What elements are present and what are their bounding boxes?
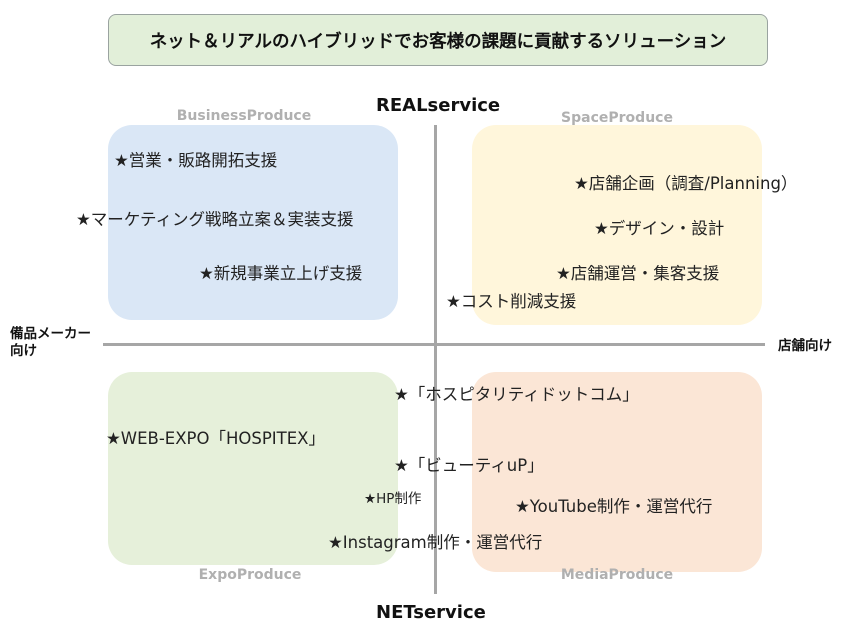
item-cost-reduction: ★コスト削減支援	[446, 292, 577, 311]
item-beauty-up: ★「ビューティuP」	[394, 456, 544, 475]
item-web-expo: ★WEB-EXPO「HOSPITEX」	[106, 429, 325, 448]
axis-label-left: 備品メーカー 向け	[10, 326, 91, 360]
item-marketing: ★マーケティング戦略立案＆実装支援	[76, 210, 354, 229]
diagram-title: ネット＆リアルのハイブリッドでお客様の課題に貢献するソリューション	[108, 14, 768, 66]
item-design: ★デザイン・設計	[594, 219, 725, 238]
item-hospitality-dotcom: ★「ホスピタリティドットコム」	[394, 385, 639, 404]
item-youtube: ★YouTube制作・運営代行	[515, 497, 713, 516]
item-store-planning: ★店舗企画（調査/Planning）	[574, 174, 798, 193]
axis-label-left-line1: 備品メーカー	[10, 326, 91, 342]
media-produce-area	[472, 372, 762, 572]
media-produce-label: MediaProduce	[560, 567, 674, 583]
axis-label-top: REALservice	[376, 95, 501, 116]
business-produce-label: BusinessProduce	[176, 108, 312, 124]
item-sales-support: ★営業・販路開拓支援	[114, 151, 278, 170]
expo-produce-label: ExpoProduce	[198, 567, 302, 583]
axis-label-left-line2: 向け	[10, 343, 37, 359]
item-store-operation: ★店舗運営・集客支援	[556, 264, 720, 283]
space-produce-area	[472, 125, 762, 325]
business-produce-area	[108, 125, 398, 320]
vertical-axis	[434, 125, 437, 594]
item-hp-production: ★HP制作	[364, 491, 422, 507]
axis-label-right: 店舗向け	[778, 338, 832, 354]
axis-label-bottom: NETservice	[376, 602, 486, 623]
item-new-business: ★新規事業立上げ支援	[199, 264, 363, 283]
space-produce-label: SpaceProduce	[561, 110, 673, 126]
expo-produce-area	[108, 372, 398, 565]
horizontal-axis	[103, 343, 765, 346]
item-instagram: ★Instagram制作・運営代行	[328, 533, 543, 552]
